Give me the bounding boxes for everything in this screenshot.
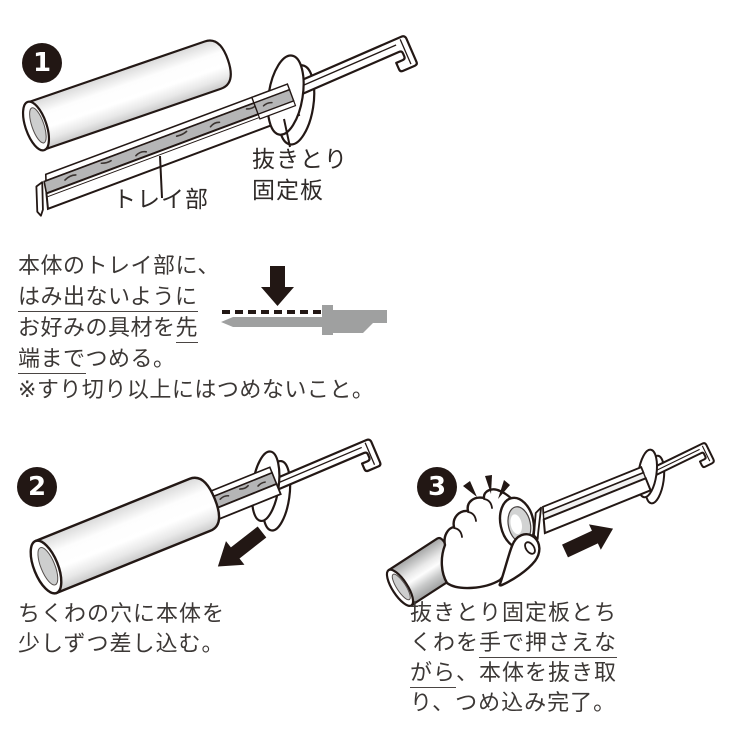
tool-silhouette (221, 305, 387, 335)
filling-texture (64, 104, 257, 181)
step-2-caption: ちくわの穴に本体を 少しずつ差し込む。 (18, 600, 225, 660)
text-line: がら、本体を抜き取 (410, 661, 618, 688)
filling-through-plate (250, 83, 297, 120)
text-line: り、つめ込み完了。 (410, 691, 617, 716)
note-text: ※すり切り以上にはつめないこと。 (18, 378, 375, 403)
text-line: 抜きとり固定板とち (410, 601, 618, 626)
text-line: 端までつめる。 (18, 347, 176, 374)
step-3-badge: 3 (417, 467, 457, 507)
step-2-badge: 2 (17, 467, 57, 507)
tray-leader-line (159, 155, 163, 199)
plate-leader-line (283, 118, 291, 148)
level-fill-diagram (221, 266, 387, 335)
pull-arrow-icon (562, 524, 614, 558)
handle (291, 35, 418, 97)
gripping-hand (440, 488, 541, 590)
step-3-caption: 抜きとり固定板とち くわを手で押さえな がら、本体を抜き取 り、つめ込み完了。 (410, 599, 618, 719)
text-line: 少しずつ差し込む。 (18, 632, 225, 657)
text-line: くわを手で押さえな (410, 631, 618, 658)
chikuwa-tail (385, 536, 463, 607)
empty-tray (533, 465, 652, 541)
step-1-illustration (21, 35, 418, 217)
fixing-plate-label-line1: 抜きとり (252, 147, 348, 173)
insert-arrow-icon (217, 526, 267, 567)
step-1-badge: 1 (22, 43, 62, 83)
fill-instruction-text: 本体のトレイ部に、 はみ出ないように お好みの具材を先 端までつめる。 ※すり切… (18, 251, 374, 406)
handle (269, 438, 382, 492)
text-line: 本体のトレイ部に、 (18, 254, 220, 279)
chikuwa-tube (21, 39, 232, 152)
chikuwa-tube (29, 476, 221, 595)
handle (651, 442, 715, 476)
tray-with-filling (202, 466, 282, 525)
text-line: お好みの具材を先 (18, 316, 199, 343)
impact-lines-icon (463, 475, 510, 499)
text-line: はみ出ないように (18, 285, 198, 312)
down-arrow-icon (261, 266, 294, 306)
thumbnail (524, 541, 536, 555)
text-line: ちくわの穴に本体を (18, 602, 226, 627)
tray-label: トレイ部 (113, 187, 209, 213)
finger-creases (453, 498, 493, 538)
step-2-illustration (29, 438, 382, 595)
fixing-plate-label-line2: 固定板 (252, 178, 324, 204)
step-3-illustration (385, 442, 715, 607)
thumb (498, 533, 541, 587)
